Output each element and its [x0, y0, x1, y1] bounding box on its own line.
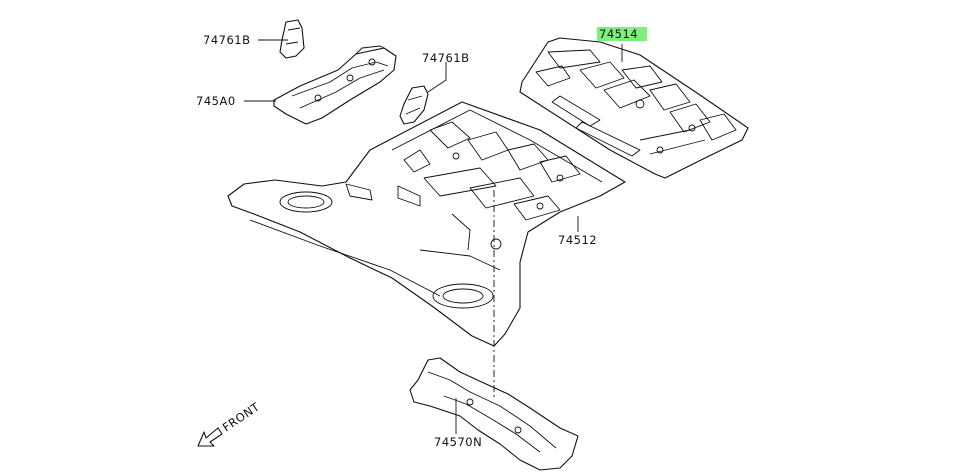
part-74761b-mid[interactable] — [399, 85, 429, 125]
label-74761b-mid: 74761B — [422, 51, 469, 65]
part-745a0-bracket[interactable] — [273, 45, 397, 125]
label-74761b-upper: 74761B — [203, 33, 250, 47]
arrow-down-left-icon — [197, 427, 223, 447]
part-74512-floor[interactable] — [227, 101, 626, 347]
label-74514: 74514 — [599, 27, 638, 41]
label-front: FRONT — [220, 399, 263, 434]
label-74570n: 74570N — [434, 435, 482, 449]
part-74514-panel[interactable] — [519, 37, 749, 179]
label-745a0: 745A0 — [196, 94, 236, 108]
label-74512: 74512 — [558, 233, 597, 247]
part-74570n-member[interactable] — [409, 357, 579, 471]
part-74761b-upper[interactable] — [279, 19, 305, 59]
leader-74761b-mid — [427, 62, 447, 93]
highlight-74514 — [597, 27, 647, 41]
